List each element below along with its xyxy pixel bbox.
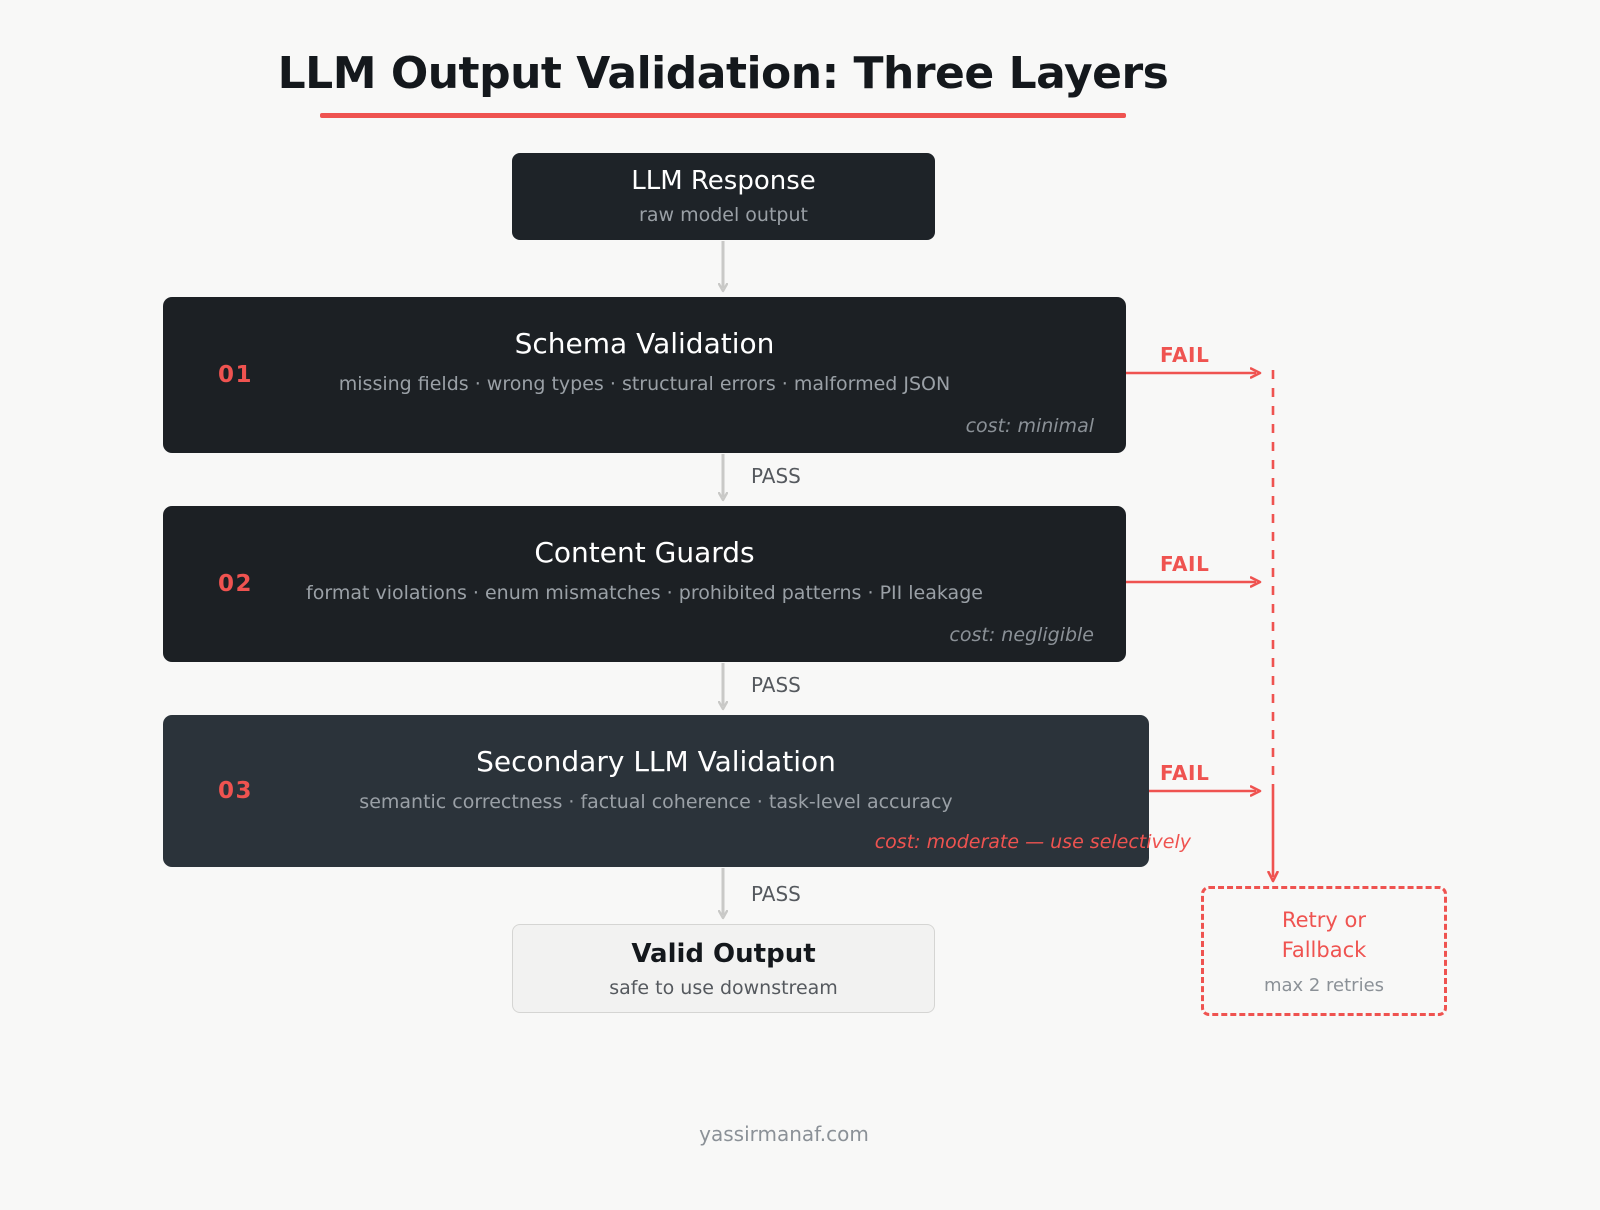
- footer-attribution: yassirmanaf.com: [699, 1122, 869, 1146]
- pass-label-2: PASS: [751, 673, 801, 697]
- layer-content-guards: 02 Content Guards format violations · en…: [163, 506, 1126, 662]
- valid-output-subtitle: safe to use downstream: [609, 976, 838, 999]
- layer-cost-03: cost: moderate — use selectively: [874, 831, 1191, 853]
- layer-details-03: semantic correctness · factual coherence…: [359, 790, 953, 813]
- llm-response-box: LLM Response raw model output: [512, 153, 935, 240]
- layer-cost-01: cost: minimal: [965, 415, 1094, 437]
- layer-number-02: 02: [218, 571, 254, 597]
- layer-title-03: Secondary LLM Validation: [476, 745, 836, 778]
- layer-details-01: missing fields · wrong types · structura…: [338, 372, 951, 395]
- fail-label-3: FAIL: [1160, 761, 1210, 785]
- layer-title-02: Content Guards: [534, 536, 755, 569]
- retry-fallback-title: Retry or Fallback: [1281, 907, 1367, 962]
- pass-label-1: PASS: [751, 464, 801, 488]
- layer-cost-02: cost: negligible: [949, 624, 1094, 646]
- layer-schema-validation: 01 Schema Validation missing fields · wr…: [163, 297, 1126, 453]
- pass-label-3: PASS: [751, 882, 801, 906]
- valid-output-title: Valid Output: [631, 938, 816, 969]
- fail-label-1: FAIL: [1160, 343, 1210, 367]
- layer-details-02: format violations · enum mismatches · pr…: [306, 581, 983, 604]
- llm-response-title: LLM Response: [631, 166, 816, 197]
- layer-title-01: Schema Validation: [514, 327, 775, 360]
- title-underline: [320, 113, 1126, 118]
- layer-number-01: 01: [218, 362, 254, 388]
- retry-fallback-subtitle: max 2 retries: [1263, 975, 1385, 997]
- llm-response-subtitle: raw model output: [639, 203, 808, 226]
- page-title: LLM Output Validation: Three Layers: [277, 48, 1169, 99]
- layer-secondary-llm-validation: 03 Secondary LLM Validation semantic cor…: [163, 715, 1191, 867]
- retry-fallback-box: Retry or Fallback max 2 retries: [1201, 886, 1447, 1016]
- layer-number-03: 03: [218, 778, 254, 804]
- valid-output-box: Valid Output safe to use downstream: [512, 924, 935, 1013]
- fail-label-2: FAIL: [1160, 552, 1210, 576]
